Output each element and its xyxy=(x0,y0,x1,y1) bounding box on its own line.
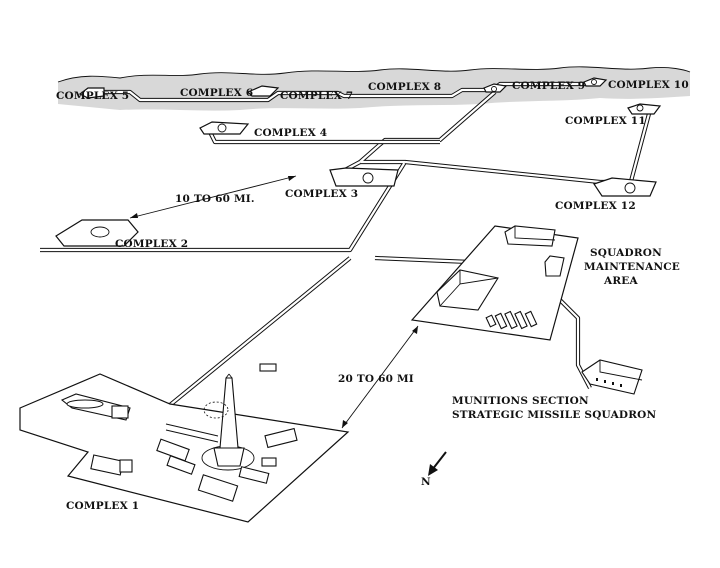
complex-7-label: COMPLEX 7 xyxy=(280,90,353,102)
complex-9-label: COMPLEX 9 xyxy=(512,80,585,92)
complex-12-label: COMPLEX 12 xyxy=(555,200,636,212)
building-icon xyxy=(581,359,643,395)
maintenance-label-1: SQUADRON xyxy=(590,247,662,259)
distance-arrows xyxy=(129,175,419,429)
complex-4-pad xyxy=(199,121,250,135)
munitions-label-2: STRATEGIC MISSILE SQUADRON xyxy=(452,409,657,421)
complex-3-label: COMPLEX 3 xyxy=(285,188,358,200)
complex-6-label: COMPLEX 6 xyxy=(180,87,253,99)
complex-5-label: COMPLEX 5 xyxy=(56,90,129,102)
complex-1-area xyxy=(19,363,350,523)
complex-pads xyxy=(55,77,662,247)
complex-2-pad xyxy=(55,219,139,247)
maintenance-area xyxy=(410,225,579,341)
complex-9-pad xyxy=(483,83,508,93)
truck-icon xyxy=(485,310,538,330)
building-icon xyxy=(504,225,556,247)
complex-10-label: COMPLEX 10 xyxy=(608,79,689,91)
munitions-building xyxy=(581,359,643,395)
munitions-label-1: MUNITIONS SECTION xyxy=(452,395,589,407)
complex-11-label: COMPLEX 11 xyxy=(565,115,646,127)
truck-icon xyxy=(90,363,298,502)
truck-icon xyxy=(60,393,131,421)
complex-10-pad xyxy=(583,77,608,87)
complex-2-label: COMPLEX 2 xyxy=(115,238,188,250)
complex-5-pad xyxy=(78,87,105,99)
complex-4-label: COMPLEX 4 xyxy=(254,127,327,139)
missile-icon xyxy=(201,373,255,471)
complex-11-pad xyxy=(627,103,662,115)
complex-3-pad xyxy=(329,167,399,187)
distance-complexes-label: 10 TO 60 MI. xyxy=(175,193,255,205)
distance-maintenance-label: 20 TO 60 MI xyxy=(338,373,414,385)
maintenance-label-2: MAINTENANCE xyxy=(584,261,680,273)
north-arrow-icon xyxy=(428,451,447,476)
north-label: N xyxy=(421,476,431,488)
maintenance-label-3: AREA xyxy=(603,275,638,287)
complex-6-pad xyxy=(246,85,280,97)
complex-1-label: COMPLEX 1 xyxy=(66,500,139,512)
complex-8-label: COMPLEX 8 xyxy=(368,81,441,93)
